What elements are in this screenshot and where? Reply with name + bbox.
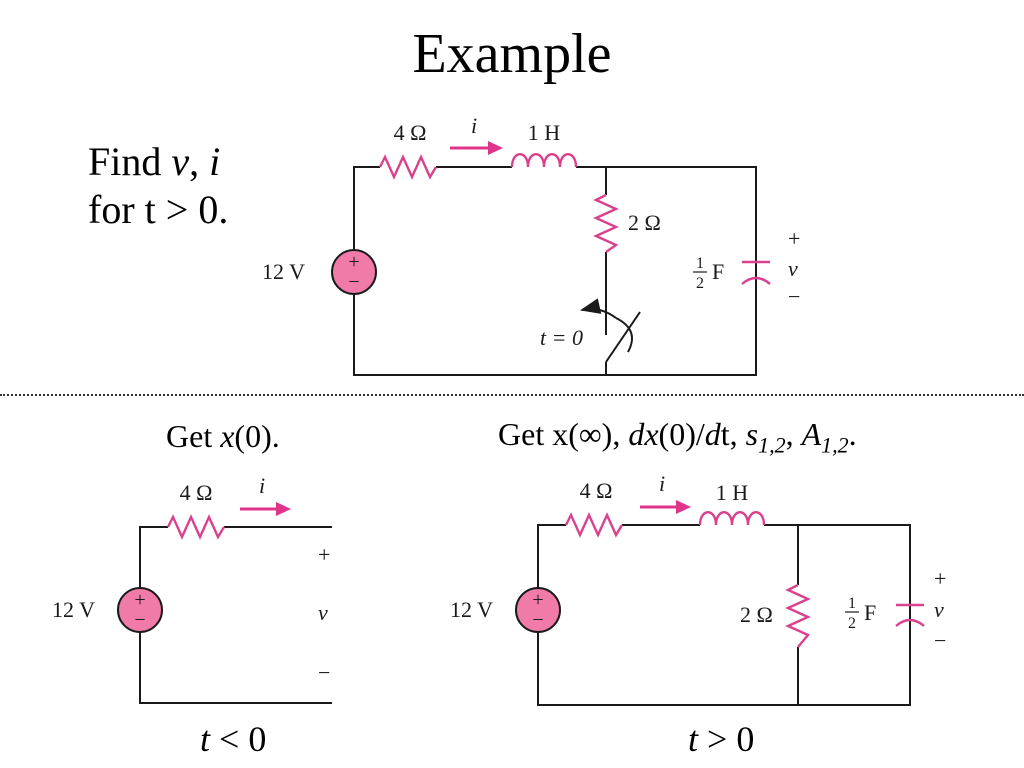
main-plus: + [788, 226, 800, 251]
left-source-label: 12 V [52, 597, 95, 622]
left-v-label: v [318, 600, 328, 625]
right-resistor-4ohm [564, 512, 624, 538]
right-source-minus: − [532, 609, 543, 631]
main-cap-unit: F [712, 259, 724, 284]
right-cap-num: 1 [848, 595, 856, 612]
problem-statement: Find v, i for t > 0. [88, 138, 228, 234]
main-cap-num: 1 [696, 255, 704, 272]
right-inductor-label: 1 H [716, 480, 749, 505]
voltage-source: + − [331, 249, 377, 295]
left-resistor-4ohm [166, 514, 226, 540]
section-divider [0, 394, 1024, 396]
problem-line-2: for t > 0. [88, 187, 229, 232]
left-caption: t < 0 [200, 719, 267, 759]
left-plus: + [318, 542, 330, 567]
left-voltage-source: + − [117, 587, 163, 633]
right-inductor-1h [698, 511, 766, 526]
main-r1-label: 4 Ω [394, 120, 427, 145]
inductor-1h [510, 153, 578, 168]
switch [580, 298, 641, 363]
left-minus: − [318, 660, 330, 685]
source-minus: − [348, 271, 359, 293]
capacitor [741, 260, 771, 285]
problem-line-1: Find v, i [88, 139, 221, 184]
slide-title: Example [412, 23, 612, 85]
right-r2-label: 2 Ω [740, 602, 773, 627]
left-current-label: i [259, 473, 265, 498]
main-source-label: 12 V [262, 259, 305, 284]
main-circuit: + − 4 Ω i 1 H 2 Ω 1 2 F + v − 12 V t = 0 [262, 113, 800, 376]
right-caption: t > 0 [688, 719, 755, 759]
left-heading: Get x(0). [166, 418, 280, 454]
right-minus: − [934, 628, 946, 653]
main-cap-den: 2 [696, 275, 704, 292]
source-plus: + [348, 251, 359, 273]
right-resistor-2ohm [785, 583, 811, 648]
right-capacitor [895, 603, 925, 627]
resistor-4ohm [378, 154, 438, 180]
right-cap-unit: F [864, 600, 876, 625]
main-inductor-label: 1 H [528, 120, 561, 145]
main-current-label: i [471, 113, 477, 138]
right-cap-den: 2 [848, 615, 856, 632]
right-r1-label: 4 Ω [580, 478, 613, 503]
resistor-2ohm [593, 193, 619, 253]
right-source-plus: + [532, 589, 543, 611]
main-minus: − [788, 284, 800, 309]
left-source-plus: + [134, 589, 145, 611]
left-circuit: + − 4 Ω i + v − 12 V [52, 473, 332, 704]
right-current-arrow [640, 500, 691, 514]
right-heading: Get x(∞), dx(0)/dt, s1,2, A1,2. [498, 416, 857, 458]
left-source-minus: − [134, 609, 145, 631]
left-wire [139, 526, 332, 704]
right-source-label: 12 V [450, 597, 493, 622]
right-plus: + [934, 566, 946, 591]
right-voltage-source: + − [515, 587, 561, 633]
current-arrow [450, 141, 503, 155]
main-v-label: v [788, 256, 798, 281]
left-r-label: 4 Ω [180, 480, 213, 505]
main-switch-label: t = 0 [540, 325, 583, 350]
left-current-arrow [240, 502, 291, 516]
right-circuit: + − 4 Ω i 1 H 2 Ω 1 2 F + v − 12 V [450, 471, 946, 706]
main-r2-label: 2 Ω [628, 210, 661, 235]
right-v-label: v [934, 597, 944, 622]
right-current-label: i [659, 471, 665, 496]
